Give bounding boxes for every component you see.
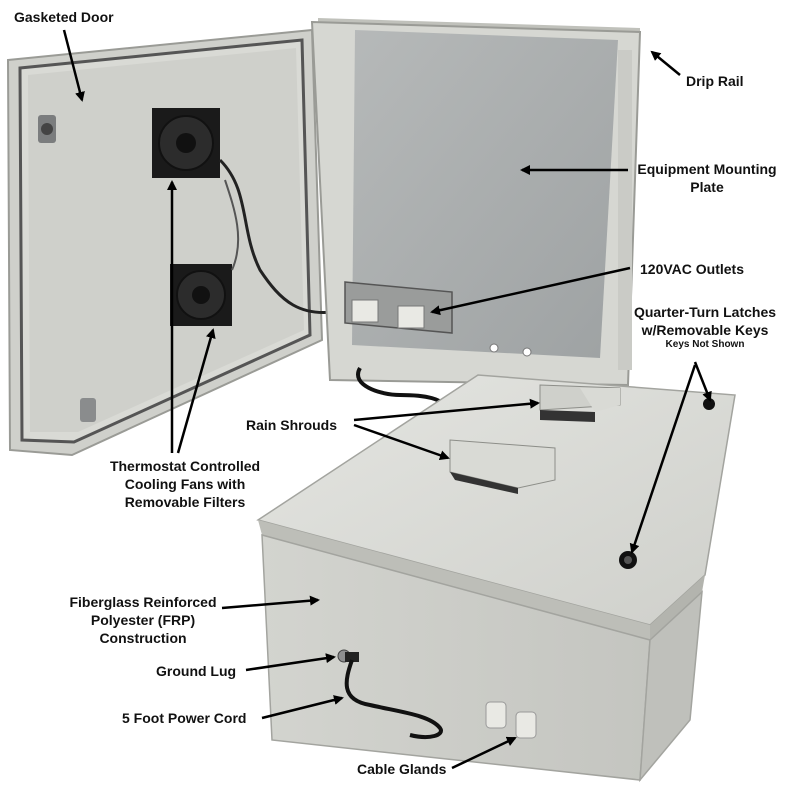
outlet-box	[344, 281, 453, 334]
label-fans-line1: Thermostat Controlled	[109, 458, 261, 474]
gasketed-door	[6, 28, 324, 457]
arrow-cable-glands	[451, 736, 517, 770]
door-latch-bottom	[80, 398, 96, 422]
cooling-fan-bottom	[170, 264, 232, 326]
arrow-drip-rail	[650, 50, 681, 76]
label-latches-line2: w/Removable Keys	[641, 322, 769, 338]
equipment-mounting-plate	[352, 30, 618, 358]
label-rain-shrouds: Rain Shrouds	[246, 417, 338, 433]
arrow-power-cord	[261, 695, 344, 720]
label-latches-line1: Quarter-Turn Latches	[633, 304, 777, 320]
enclosure-closed	[256, 374, 736, 783]
label-ground-lug: Ground Lug	[156, 663, 237, 679]
label-frp-line3: Construction	[99, 630, 187, 646]
plate-holes	[489, 343, 532, 357]
arrow-latch-front	[629, 364, 697, 554]
rain-shroud-front	[449, 439, 556, 494]
fan-wiring	[218, 158, 346, 315]
arrow-rain-shroud-back	[353, 398, 540, 422]
label-gasketed-door: Gasketed Door	[14, 9, 114, 25]
arrow-latch-back	[693, 361, 712, 402]
arrow-outlets	[430, 266, 631, 316]
label-fans-line3: Removable Filters	[124, 494, 246, 510]
label-mounting-plate-line2: Plate	[690, 179, 724, 195]
label-fans-line2: Cooling Fans with	[124, 476, 246, 492]
label-frp-line1: Fiberglass Reinforced	[69, 594, 217, 610]
cable-glands	[485, 701, 537, 739]
door-latch-top	[38, 115, 56, 143]
arrow-ground-lug	[245, 653, 336, 672]
label-fans: Thermostat Controlled Cooling Fans with …	[90, 457, 280, 511]
label-outlets: 120VAC Outlets	[640, 261, 744, 277]
label-frp: Fiberglass Reinforced Polyester (FRP) Co…	[52, 593, 234, 647]
front-power-cord	[344, 659, 443, 739]
label-mounting-plate-line1: Equipment Mounting	[637, 161, 777, 177]
arrow-frp	[221, 595, 320, 610]
label-drip-rail: Drip Rail	[686, 73, 744, 89]
label-latches: Quarter-Turn Latches w/Removable Keys Ke…	[615, 303, 795, 351]
callout-arrows	[62, 29, 712, 770]
label-power-cord: 5 Foot Power Cord	[122, 710, 247, 726]
label-cable-glands: Cable Glands	[357, 761, 447, 777]
ground-lug	[337, 649, 359, 663]
cooling-fan-top	[152, 108, 220, 178]
label-keys-not-shown: Keys Not Shown	[665, 339, 745, 350]
arrow-rain-shroud-front	[353, 423, 450, 461]
label-mounting-plate: Equipment Mounting Plate	[632, 160, 782, 196]
rain-shroud-back	[539, 384, 621, 422]
arrow-fan-bottom	[176, 328, 216, 454]
quarter-turn-latch-front	[619, 551, 637, 569]
arrow-gasketed-door	[62, 29, 85, 102]
label-frp-line2: Polyester (FRP)	[90, 612, 196, 628]
